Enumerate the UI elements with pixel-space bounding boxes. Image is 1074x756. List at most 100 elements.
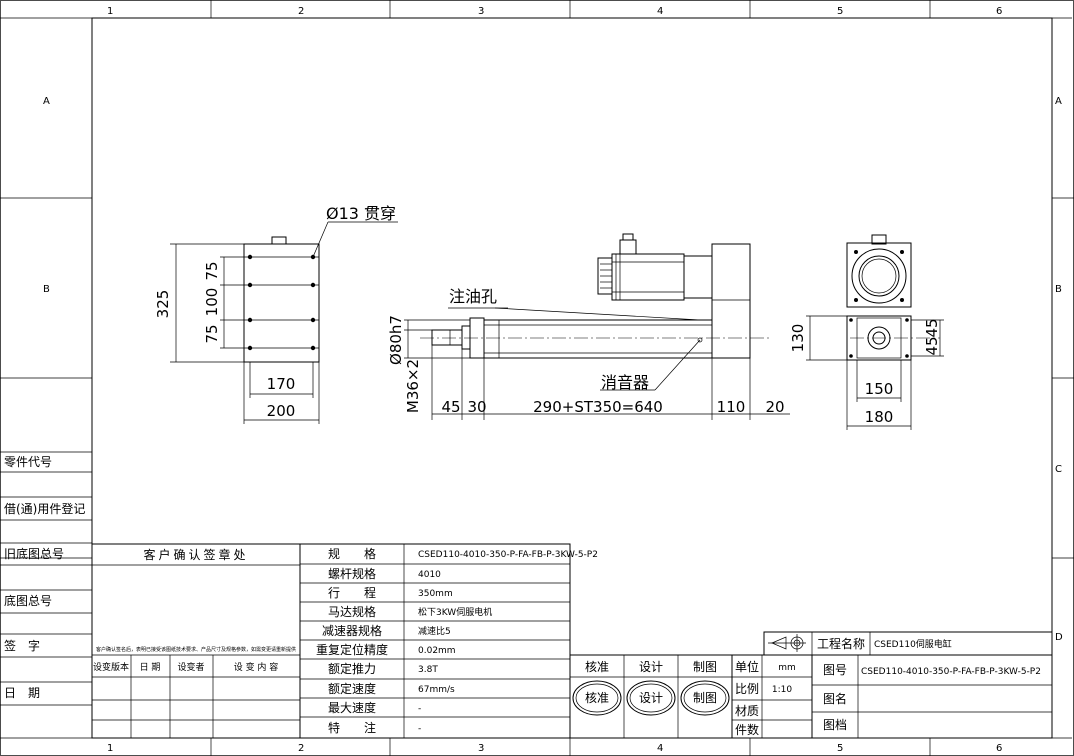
inner-frame — [91, 17, 1053, 739]
front-view: 注油孔 消音器 Ø80h7 M36×2 45 30 290+ST350=640 … — [387, 233, 790, 420]
spec-value: 0.02mm — [418, 646, 456, 656]
oil-hole-label: 注油孔 — [449, 287, 497, 306]
spec-label: 特 注 — [328, 720, 376, 735]
dim-45: 45 — [441, 398, 460, 416]
approval-block: 核准 设计 制图 核准 设计 制图 — [569, 654, 733, 739]
spec-label: 最大速度 — [328, 700, 376, 715]
dim-100: 100 — [203, 288, 221, 317]
dim-20: 20 — [765, 398, 784, 416]
spec-value: 4010 — [418, 570, 441, 580]
draw-header: 制图 — [693, 660, 717, 674]
col-label: 6 — [996, 743, 1002, 754]
spec-value: - — [418, 704, 421, 714]
side-strip: 零件代号 借(通)用件登记 旧底图总号 底图总号 签 字 日 期 — [0, 451, 92, 706]
dim-75-bot: 75 — [203, 324, 221, 343]
dim-110: 110 — [717, 398, 746, 416]
hole-note: Ø13 贯穿 — [326, 204, 396, 223]
row-label: A — [43, 96, 50, 107]
dim-130: 130 — [789, 324, 807, 353]
spec-label: 减速器规格 — [322, 623, 382, 638]
col-date: 日 期 — [140, 662, 161, 673]
side-base-total: 底图总号 — [4, 593, 52, 608]
side-part-code: 零件代号 — [4, 455, 52, 469]
col-label: 3 — [478, 6, 484, 17]
dim-180: 180 — [865, 408, 894, 426]
col-label: 4 — [657, 743, 663, 754]
spec-value: 350mm — [418, 589, 453, 599]
dim-200: 200 — [267, 402, 296, 420]
spec-label: 行 程 — [328, 585, 376, 600]
customer-header: 客户确认签章处 — [143, 547, 248, 562]
dim-stroke: 290+ST350=640 — [533, 398, 663, 416]
row-label: B — [43, 284, 50, 295]
spec-value: 松下3KW伺服电机 — [418, 606, 492, 618]
scale-value: 1:10 — [772, 685, 792, 695]
side-sign: 签 字 — [4, 638, 40, 653]
customer-block: 客户确认签章处 客户确认签名后，表明已接受该图纸技术要求、产品尺寸及规格参数，如… — [91, 543, 301, 739]
col-label: 2 — [298, 743, 304, 754]
scale-label: 比例 — [735, 682, 759, 696]
muffler-label: 消音器 — [601, 373, 649, 392]
spec-value: 3.8T — [418, 665, 438, 675]
material-label: 材质 — [735, 704, 759, 718]
drawing-name-label: 图名 — [823, 691, 847, 706]
side-date: 日 期 — [4, 686, 40, 700]
dim-rod-dia: Ø80h7 — [387, 315, 405, 365]
archive-label: 图档 — [823, 718, 847, 732]
spec-label: 螺杆规格 — [328, 566, 376, 581]
spec-label: 马达规格 — [328, 604, 376, 619]
design-header: 设计 — [639, 660, 663, 674]
col-label: 2 — [298, 6, 304, 17]
row-label: A — [1055, 96, 1062, 107]
col-label: 3 — [478, 743, 484, 754]
spec-value: CSED110-4010-350-P-FA-FB-P-3KW-5-P2 — [418, 550, 598, 560]
spec-value: 减速比5 — [418, 625, 451, 637]
side-old-base: 旧底图总号 — [4, 546, 64, 561]
col-label: 5 — [837, 6, 843, 17]
dim-150: 150 — [865, 380, 894, 398]
design-stamp: 设计 — [639, 691, 663, 705]
col-label: 4 — [657, 6, 663, 17]
spec-table: 规 格 螺杆规格 行 程 马达规格 减速器规格 重复定位精度 额定推力 额定速度… — [299, 543, 598, 739]
dim-170: 170 — [267, 375, 296, 393]
row-label: D — [1055, 632, 1063, 643]
spec-label: 额定速度 — [328, 681, 376, 696]
unit-value: mm — [778, 663, 796, 673]
dim-30: 30 — [467, 398, 486, 416]
col-version: 设变版本 — [93, 661, 129, 673]
spec-label: 重复定位精度 — [316, 642, 388, 657]
dim-75-top: 75 — [203, 261, 221, 280]
drawing-no-label: 图号 — [823, 663, 847, 677]
spec-value: - — [418, 724, 421, 734]
drawing-no-value: CSED110-4010-350-P-FA-FB-P-3KW-5-P2 — [861, 667, 1041, 677]
draw-stamp: 制图 — [693, 691, 717, 705]
approve-header: 核准 — [585, 660, 609, 674]
dim-thread: M36×2 — [404, 359, 422, 413]
row-label: B — [1055, 284, 1062, 295]
col-label: 1 — [107, 743, 113, 754]
qty-label: 件数 — [735, 722, 759, 737]
left-view: Ø13 贯穿 325 75 100 75 170 200 — [154, 204, 398, 424]
col-content: 设 变 内 容 — [234, 661, 279, 673]
projection-symbol-icon — [768, 634, 806, 652]
approve-stamp: 核准 — [585, 691, 609, 705]
zone-labels: 1 2 3 4 5 6 1 2 3 4 5 6 A B A B C D — [43, 6, 1063, 754]
spec-label: 规 格 — [328, 546, 376, 561]
title-block: 单位 mm 比例 1:10 材质 件数 工程名称 CSED110伺服电缸 图号 … — [731, 631, 1053, 739]
col-label: 1 — [107, 6, 113, 17]
side-borrowed: 借(通)用件登记 — [4, 501, 85, 516]
dim-45-a: 45 — [923, 318, 941, 337]
col-label: 6 — [996, 6, 1002, 17]
spec-label: 额定推力 — [328, 661, 376, 676]
dim-325: 325 — [154, 290, 172, 319]
project-value: CSED110伺服电缸 — [874, 638, 952, 650]
dim-45-b: 45 — [923, 336, 941, 355]
col-label: 5 — [837, 743, 843, 754]
unit-label: 单位 — [735, 659, 759, 674]
project-label: 工程名称 — [817, 636, 865, 651]
row-label: C — [1055, 464, 1062, 475]
col-changer: 设变者 — [177, 661, 204, 673]
spec-value: 67mm/s — [418, 685, 455, 695]
